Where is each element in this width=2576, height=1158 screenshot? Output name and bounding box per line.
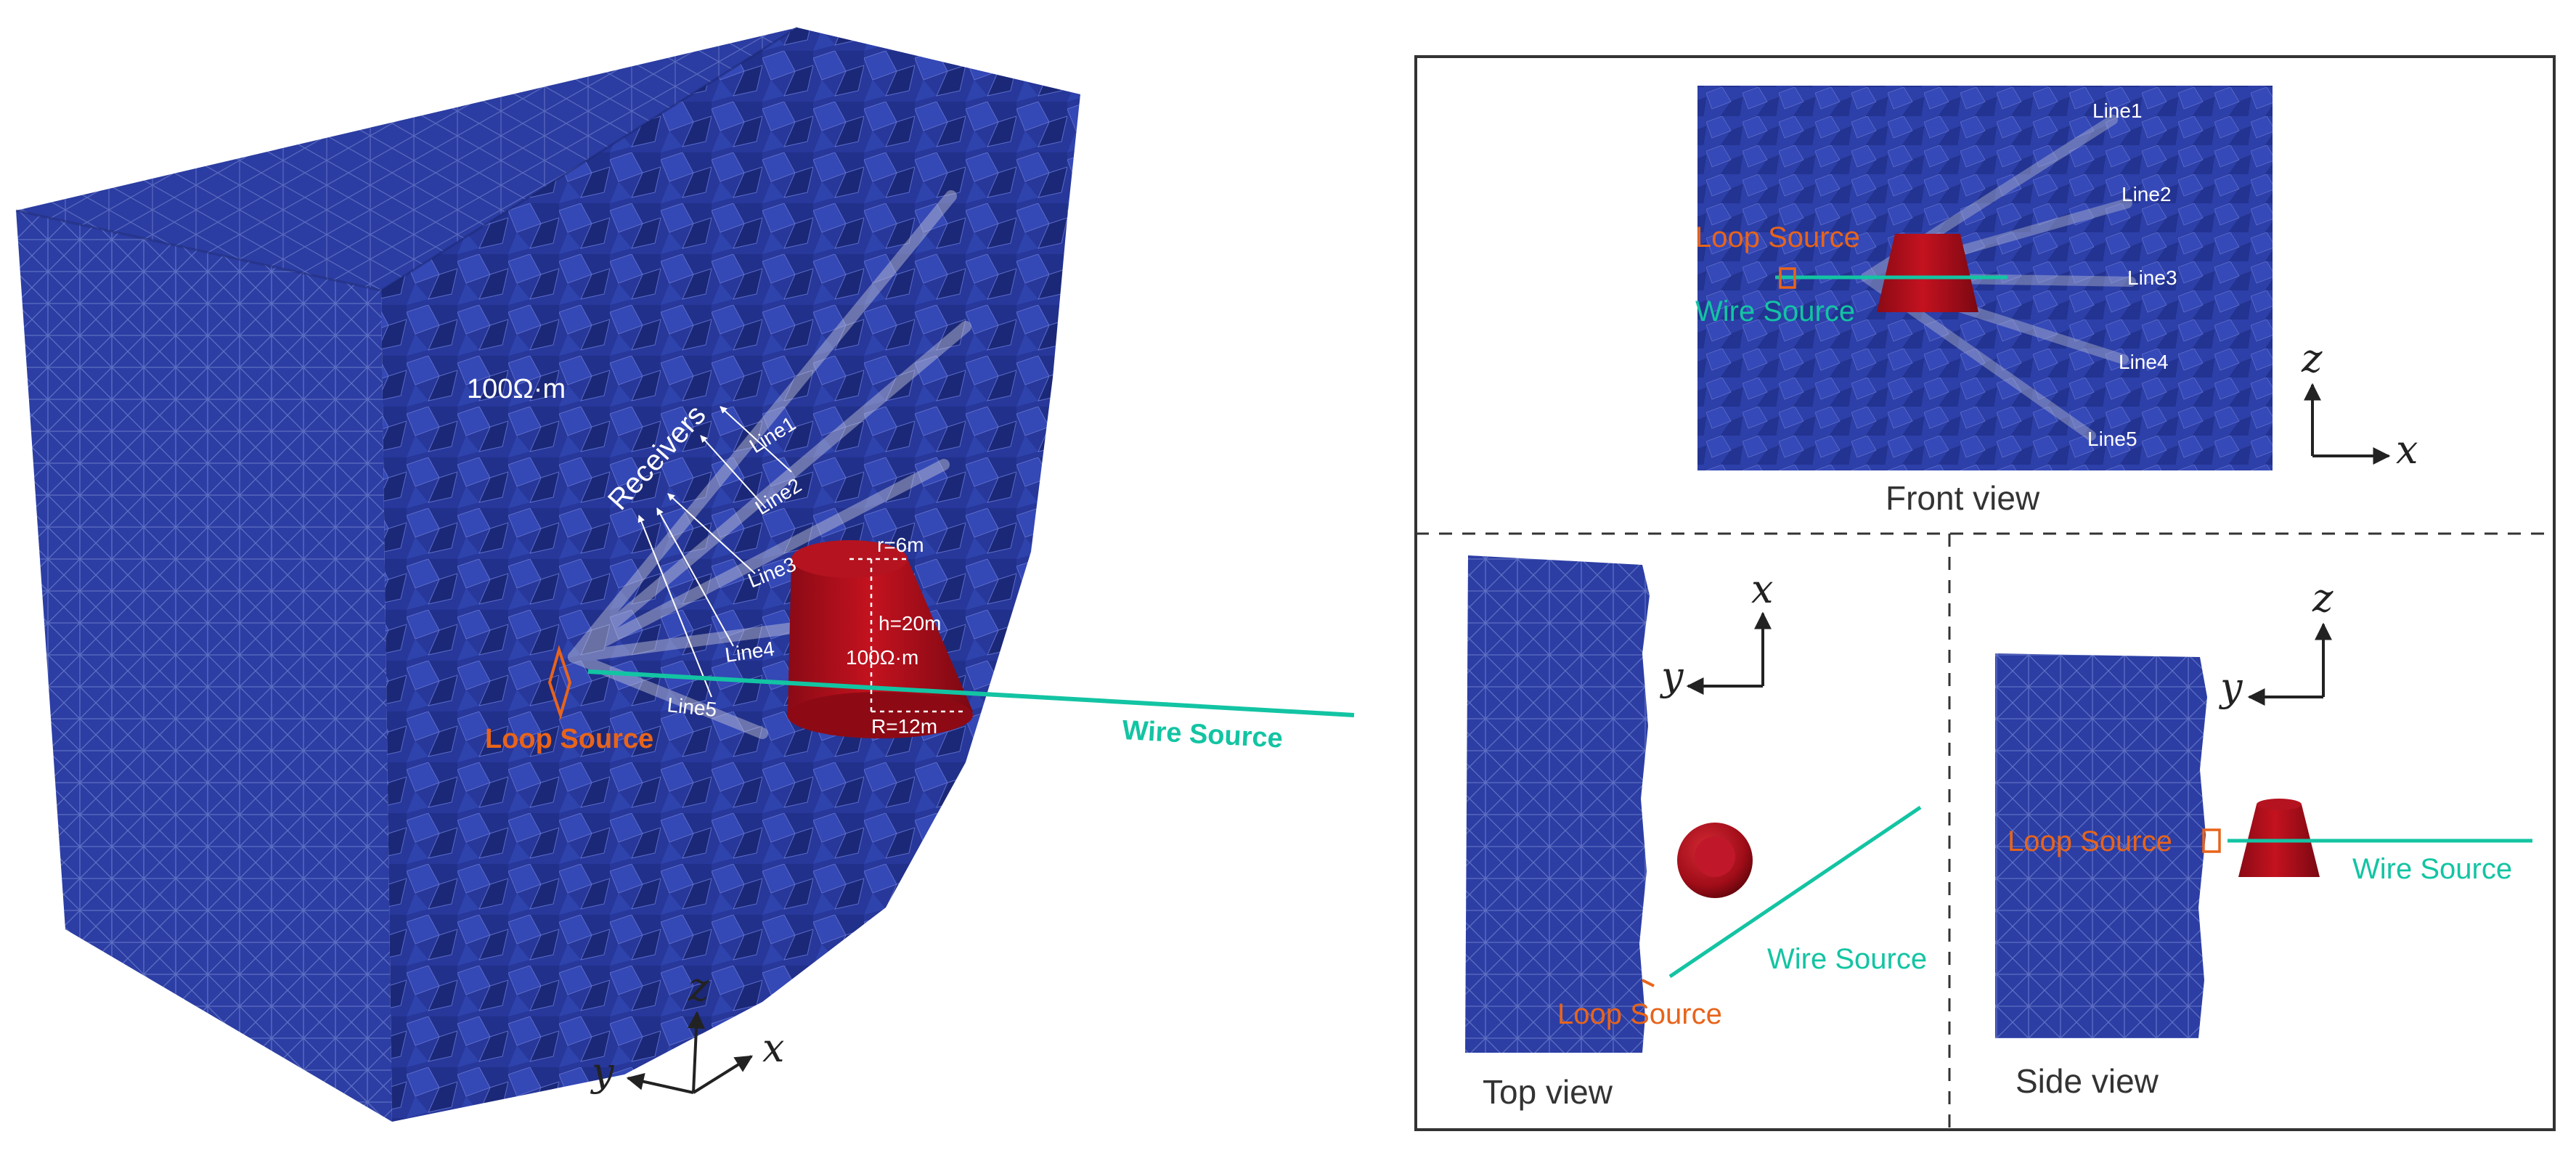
cone-bottom-radius-label: R=12m — [871, 715, 937, 738]
cone-height-label: h=20m — [879, 612, 941, 635]
top-axes — [1686, 611, 1772, 695]
model-3d-panel: 100Ω·m Receivers Line1 Line2 Line3 Line4… — [15, 26, 1355, 1122]
side-loop-source-label: Loop Source — [2008, 825, 2172, 857]
top-wire-source-label: Wire Source — [1767, 943, 1927, 975]
cone-top-radius-label: r=6m — [877, 534, 924, 556]
side-axis-y: y — [2219, 664, 2243, 710]
top-view-mesh — [1465, 555, 1650, 1053]
front-view-title: Front view — [1886, 479, 2040, 517]
loop-source-shape — [547, 645, 572, 720]
side-axes — [2247, 622, 2332, 706]
background-resistivity-label: 100Ω·m — [467, 374, 566, 404]
model-cut-face — [381, 28, 1080, 1122]
axis-x-3d: x — [762, 1025, 784, 1071]
front-line2-label: Line2 — [2121, 183, 2172, 205]
wire-source-label-3d: Wire Source — [1122, 715, 1284, 754]
loop-source-label-3d: Loop Source — [485, 724, 653, 754]
front-line1-label: Line1 — [2092, 99, 2143, 122]
cone-resistivity-label: 100Ω·m — [846, 646, 918, 669]
side-view-title: Side view — [2015, 1062, 2159, 1100]
top-axis-y: y — [1660, 653, 1684, 699]
top-axis-x: x — [1751, 566, 1773, 612]
front-line3-label: Line3 — [2127, 266, 2177, 289]
top-loop-marker — [1642, 979, 1655, 987]
line5-label: Line5 — [666, 693, 717, 721]
front-loop-marker — [1779, 267, 1796, 289]
front-loop-source-label: Loop Source — [1695, 221, 1860, 253]
wire-source-line — [587, 669, 1355, 717]
views-frame — [1414, 55, 2556, 1131]
receiver-arrows — [637, 406, 792, 698]
front-axes — [2304, 383, 2391, 465]
axis-y-3d: y — [590, 1049, 615, 1095]
top-wire-line — [1668, 805, 1922, 979]
model-front-face — [16, 211, 392, 1122]
receiver-lines — [568, 190, 971, 739]
front-view-panel: Line1 Line2 Line3 Line4 Line5 Loop Sourc… — [1695, 86, 2418, 517]
side-wire-source-label: Wire Source — [2352, 853, 2512, 885]
top-view-title: Top view — [1483, 1073, 1613, 1111]
front-axis-z: z — [2301, 335, 2323, 381]
front-axis-x: x — [2396, 427, 2418, 473]
front-line4-label: Line4 — [2119, 351, 2169, 373]
front-wire-source-label: Wire Source — [1695, 295, 1855, 327]
axis-z-3d: z — [688, 964, 709, 1010]
axes-3d — [626, 1011, 754, 1094]
top-sphere — [1677, 823, 1753, 898]
front-line5-label: Line5 — [2087, 428, 2137, 450]
side-view-mesh — [1995, 653, 2207, 1038]
side-axis-z: z — [2312, 575, 2334, 621]
top-loop-source-label: Loop Source — [1557, 998, 1722, 1030]
side-view-panel: Loop Source Wire Source z y Side view — [1995, 575, 2532, 1100]
top-view-panel: Wire Source Loop Source x y Top view — [1465, 555, 1927, 1111]
side-loop-marker — [2202, 828, 2221, 853]
front-cone — [1877, 234, 1978, 312]
